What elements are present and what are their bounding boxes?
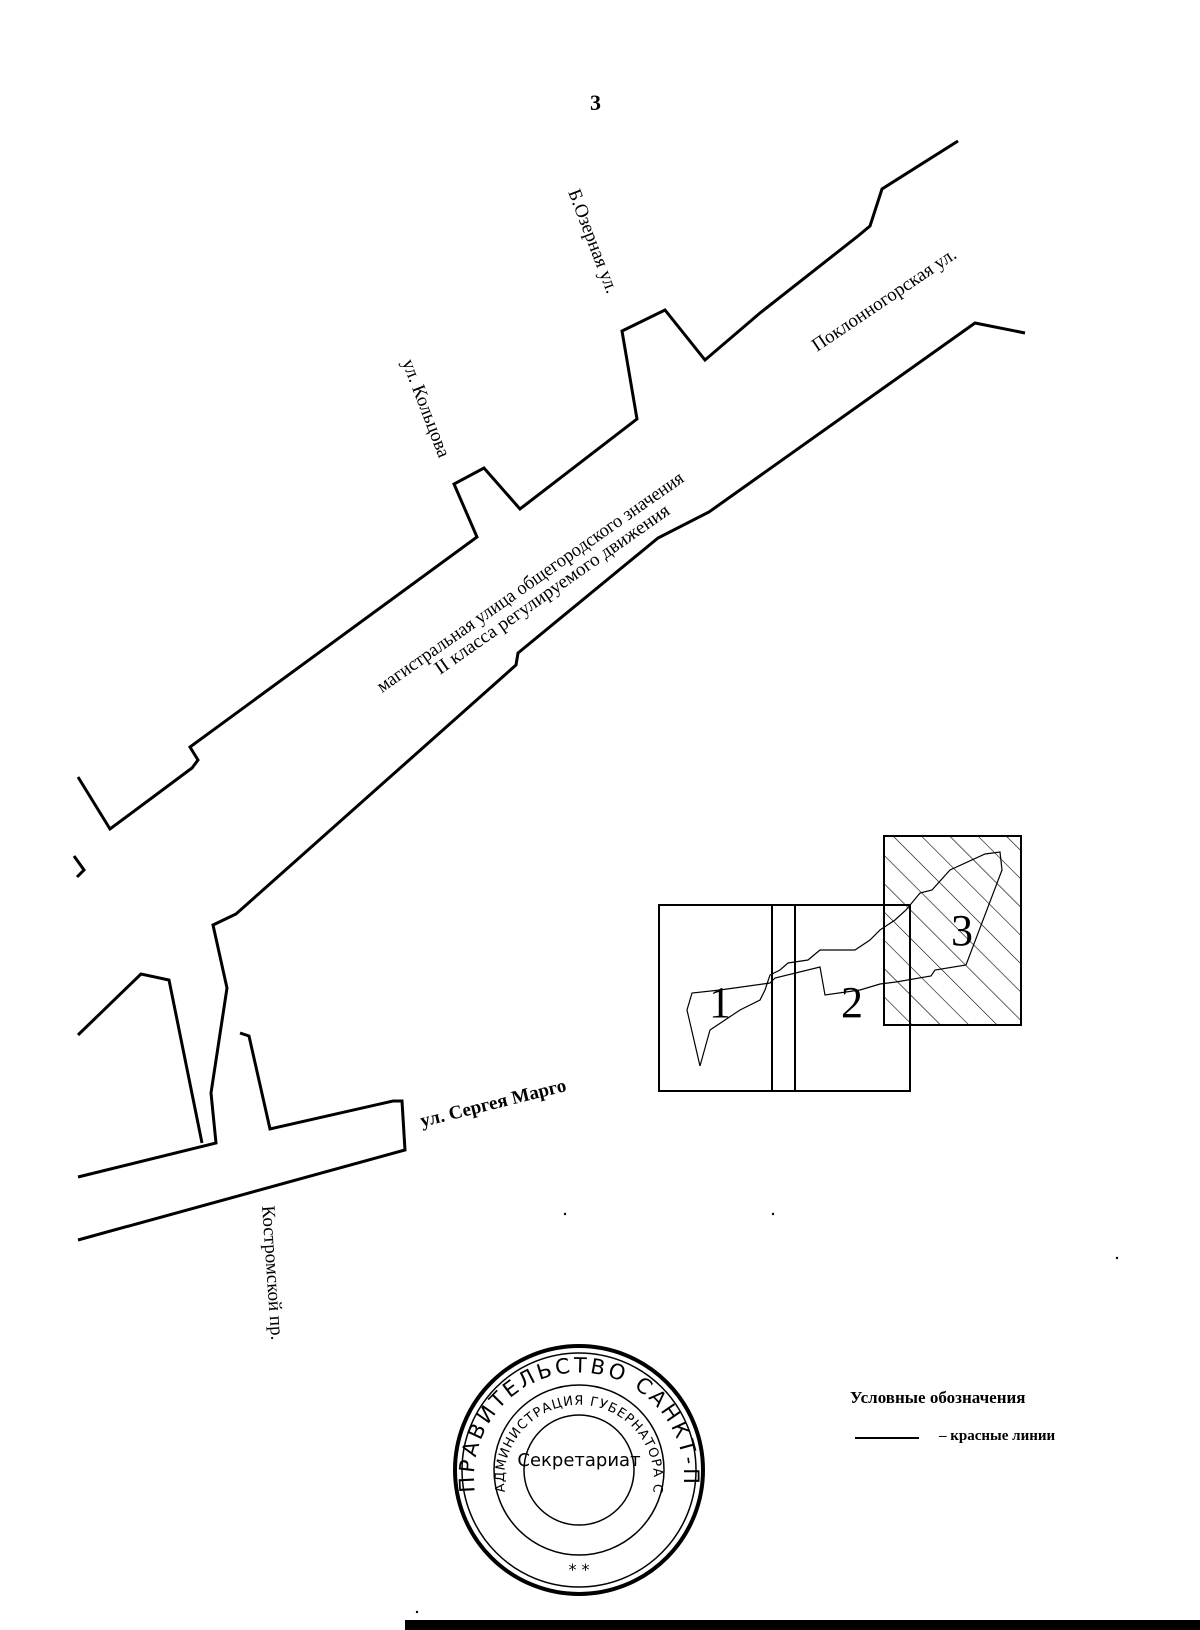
- street-label-koltsova: ул. Кольцова: [397, 356, 454, 461]
- sheet-index-map: 1 2 3: [658, 835, 1022, 1092]
- scan-edge-bar: [405, 1620, 1200, 1630]
- planning-area-outline: [686, 851, 1003, 1067]
- red-line-edge: [72, 855, 86, 879]
- street-label-sergeya-margo: ул. Сергея Марго: [418, 1075, 568, 1132]
- street-label-poklonnogorskaya: Поклонногорская ул.: [808, 244, 961, 356]
- red-line-north: [76, 139, 959, 832]
- legend-item-label: – красные линии: [939, 1428, 1056, 1444]
- red-line-margo: [77, 1031, 407, 1242]
- street-label-kostromskoy: Костромской пр.: [257, 1205, 287, 1341]
- red-lines: [72, 139, 1026, 1242]
- legend-solid-line-symbol: [855, 1437, 919, 1439]
- legend-title: Условные обозначения: [850, 1388, 1026, 1407]
- sheet-number-1: 1: [709, 978, 731, 1027]
- sheet-frame-1-2: [658, 904, 911, 1092]
- sheet-number-2: 2: [841, 978, 863, 1027]
- street-label-b-ozernaya: Б.Озерная ул.: [563, 186, 622, 296]
- sheet-number-3: 3: [951, 906, 973, 955]
- svg-text:* *: * *: [568, 1560, 589, 1579]
- sheet-frame-3-hatched: [883, 835, 1022, 1026]
- legend-item-red-lines: – красные линии: [855, 1428, 1115, 1452]
- seal-inner-text: АДМИНИСТРАЦИЯ ГУБЕРНАТОРА САНКТ-ПЕТЕРБУР…: [0, 0, 664, 1495]
- red-line-south: [77, 321, 1026, 1179]
- page-number: 3: [590, 90, 601, 115]
- red-line-west-block: [76, 972, 204, 1144]
- seal-center-text: Секретариат: [517, 1450, 640, 1471]
- street-label-arterial-line2: II класса регулируемого движения: [431, 500, 674, 679]
